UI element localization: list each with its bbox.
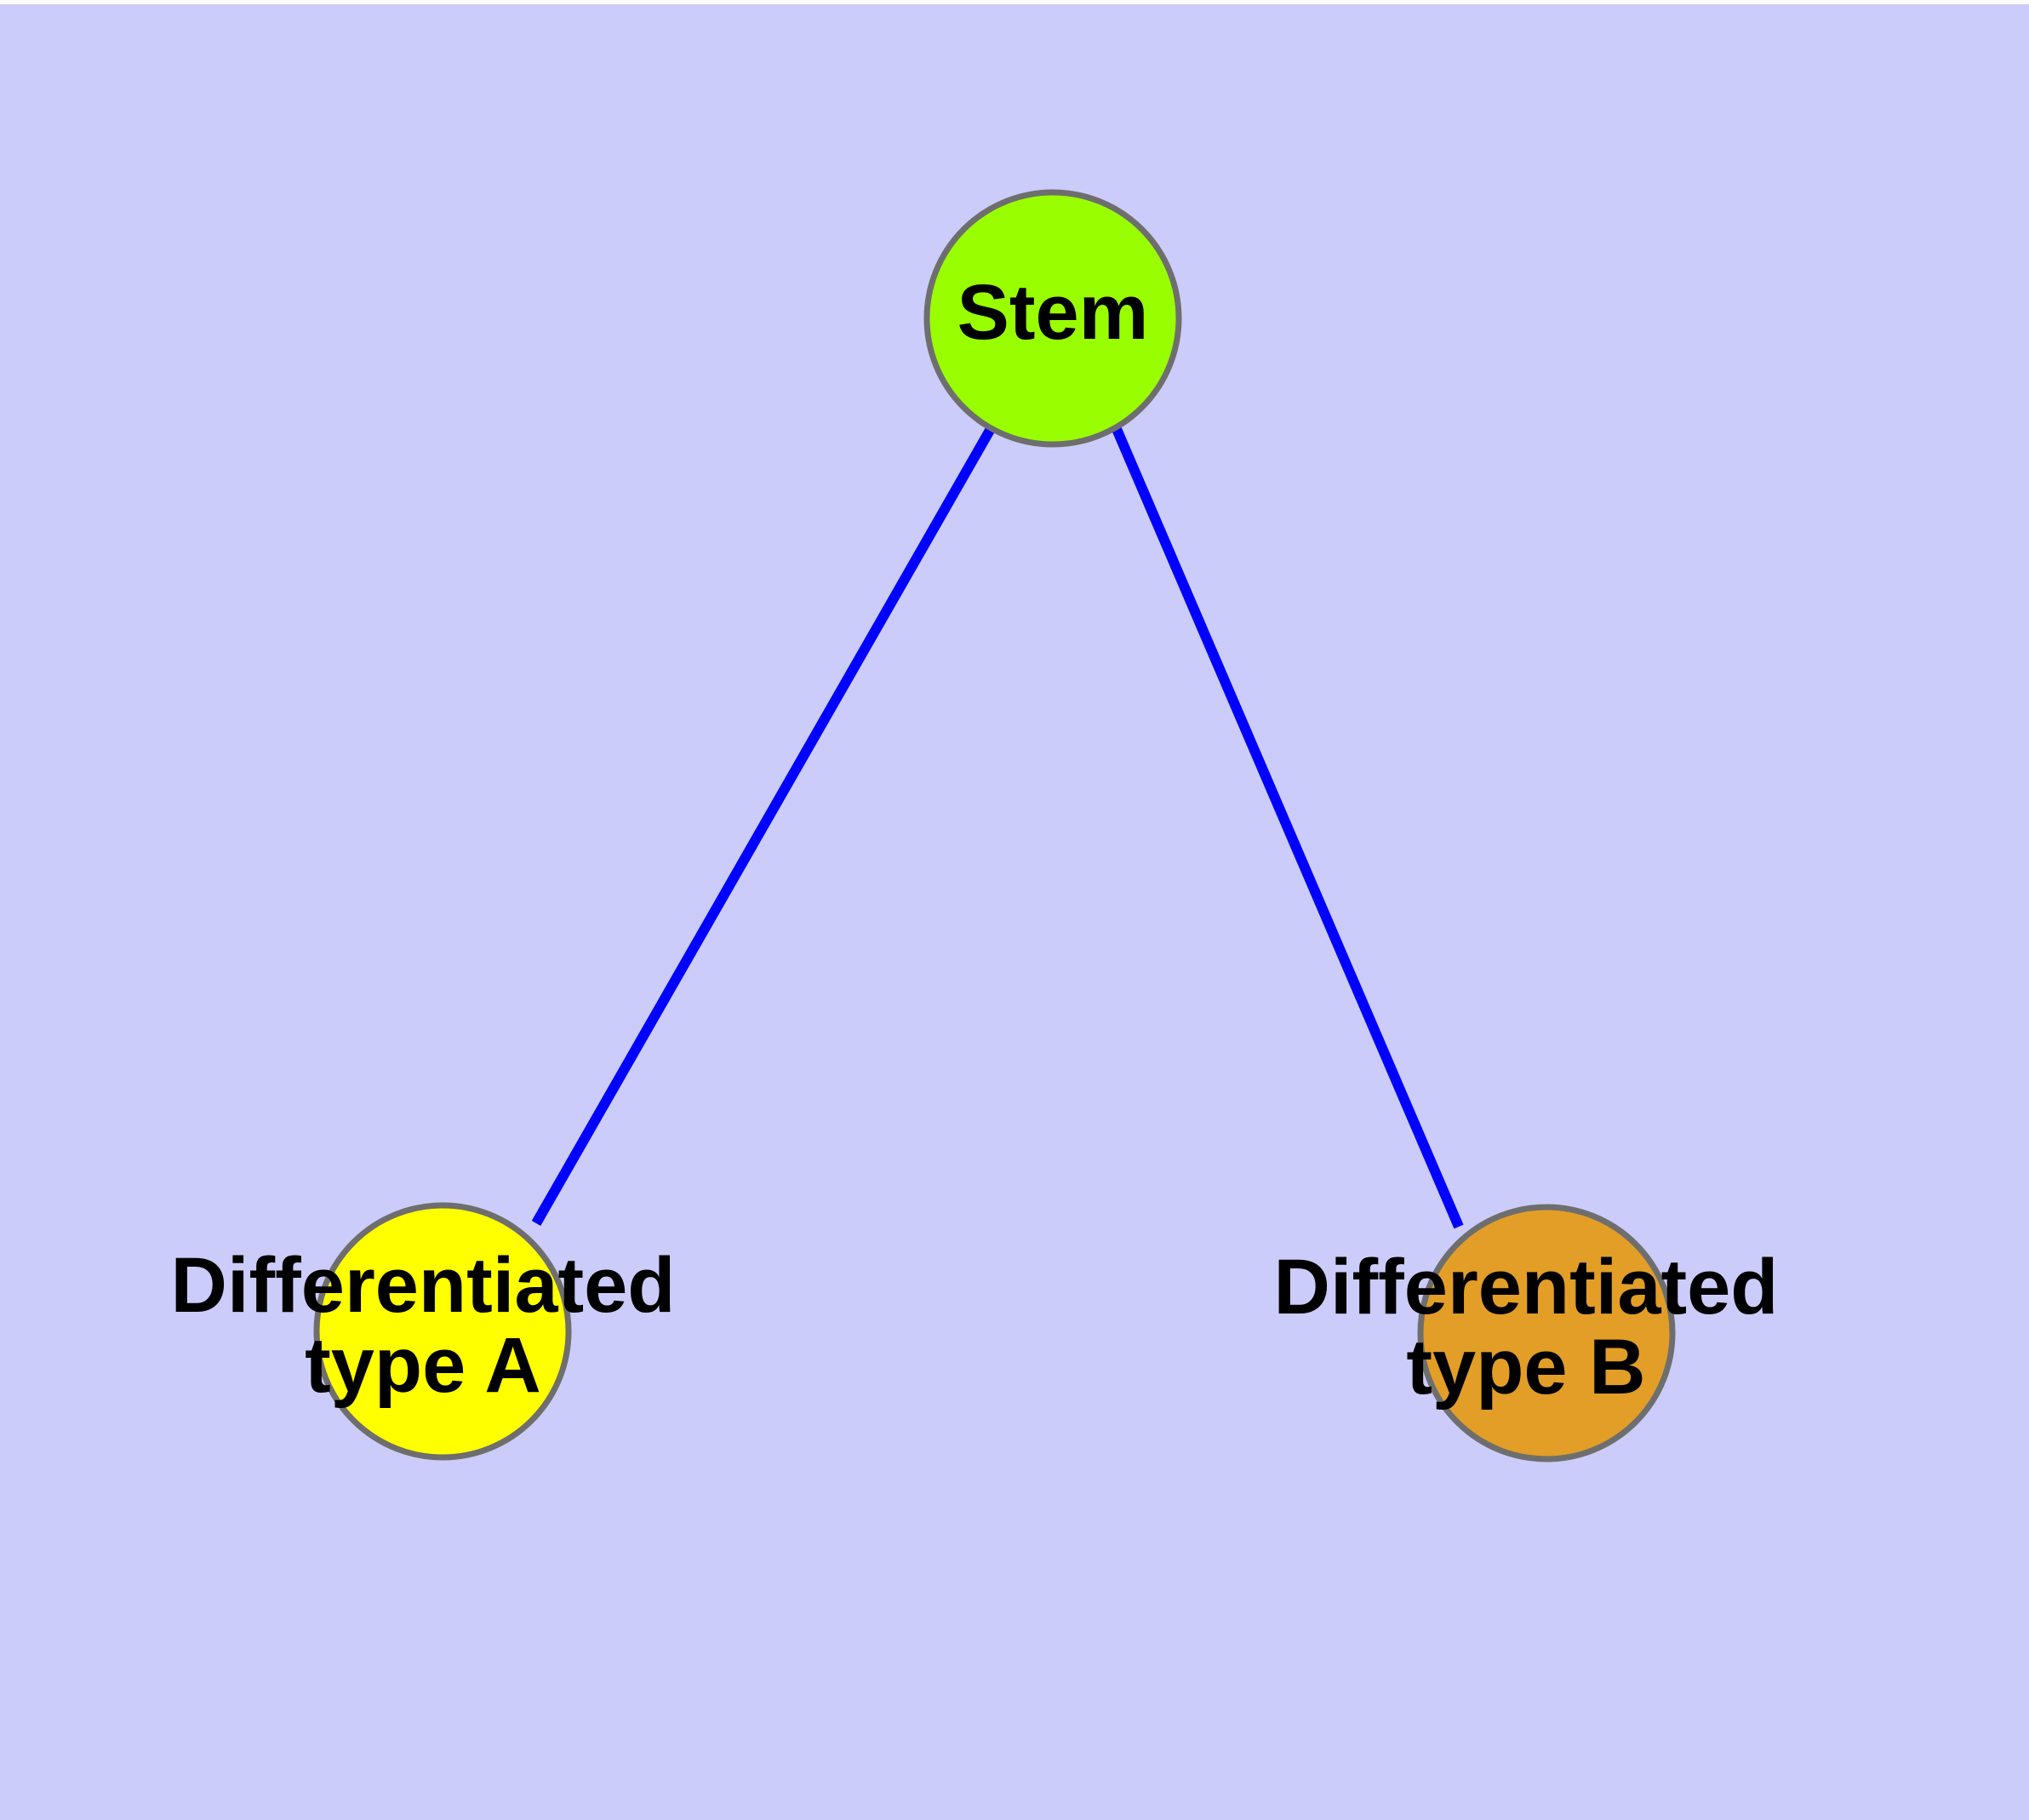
graph-edge: [1112, 426, 1464, 1229]
graph-edge: [531, 425, 997, 1226]
graph-node-stem[interactable]: [923, 189, 1182, 448]
node-label-line: type A: [305, 1322, 541, 1409]
node-label-line: Stem: [957, 269, 1149, 356]
graph-node-diff_a[interactable]: [313, 1202, 572, 1461]
edges-layer: [531, 425, 1464, 1229]
graph-node-diff_b[interactable]: [1417, 1204, 1676, 1462]
node-label-line: type B: [1406, 1324, 1645, 1411]
node-label-line: Differentiated: [1274, 1244, 1779, 1331]
nodes-layer: [313, 189, 1676, 1462]
node-label-stem: Stem: [957, 269, 1149, 356]
node-label-line: Differentiated: [171, 1242, 676, 1329]
